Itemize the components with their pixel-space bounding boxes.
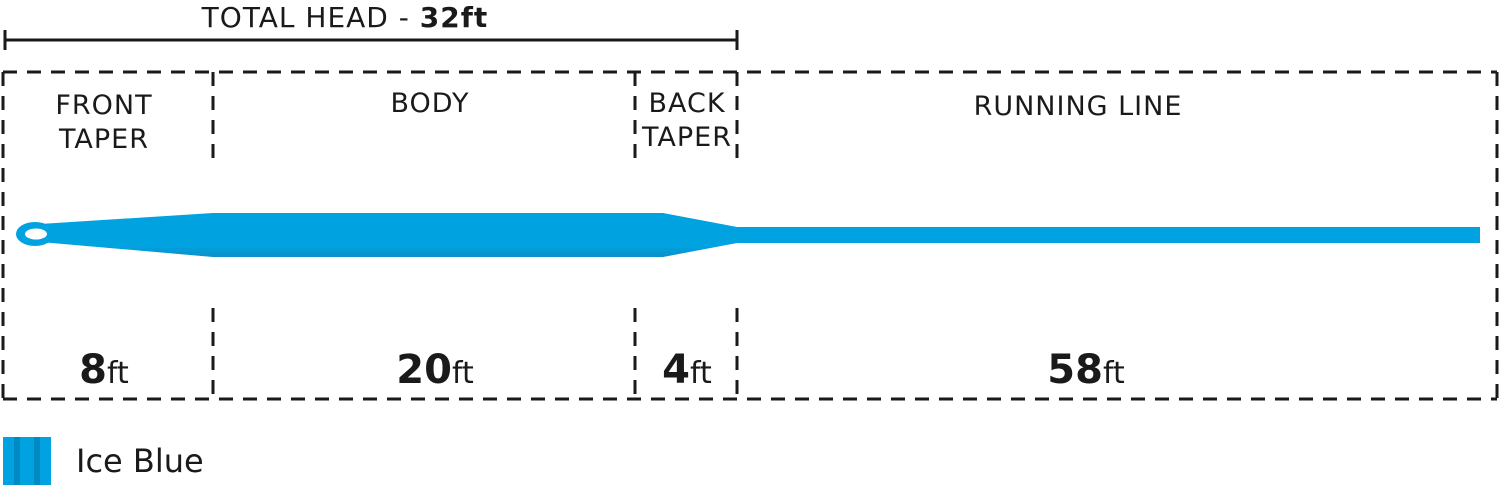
total-head-dimension: TOTAL HEAD - 32ft bbox=[3, 1, 739, 50]
running-line-length: 58ft bbox=[1047, 347, 1125, 393]
legend-swatch-shade-1 bbox=[14, 437, 20, 485]
segment-labels: FRONT TAPER BODY BACK TAPER RUNNING LINE bbox=[55, 88, 1183, 155]
segment-frame bbox=[1, 70, 1499, 401]
front-taper-label-line-2: TAPER bbox=[58, 124, 149, 155]
front-taper-label-line-1: FRONT bbox=[55, 90, 152, 121]
legend-swatch bbox=[3, 437, 51, 485]
welded-loop-hole bbox=[25, 228, 47, 240]
running-line-label: RUNNING LINE bbox=[974, 91, 1183, 122]
back-taper-label-line-2: TAPER bbox=[641, 122, 732, 153]
segment-lengths: 8ft 20ft 4ft 58ft bbox=[79, 347, 1125, 393]
front-taper-length: 8ft bbox=[79, 347, 129, 393]
fly-line-body bbox=[40, 213, 1480, 257]
back-taper-label-line-1: BACK bbox=[648, 88, 725, 119]
fly-line-profile bbox=[16, 213, 1480, 257]
color-legend: Ice Blue bbox=[3, 437, 204, 485]
legend-swatch-shade-2 bbox=[34, 437, 40, 485]
body-label: BODY bbox=[390, 88, 469, 119]
total-head-label: TOTAL HEAD - 32ft bbox=[201, 1, 489, 34]
legend-label: Ice Blue bbox=[76, 442, 204, 480]
body-length: 20ft bbox=[396, 347, 474, 393]
back-taper-length: 4ft bbox=[662, 347, 712, 393]
